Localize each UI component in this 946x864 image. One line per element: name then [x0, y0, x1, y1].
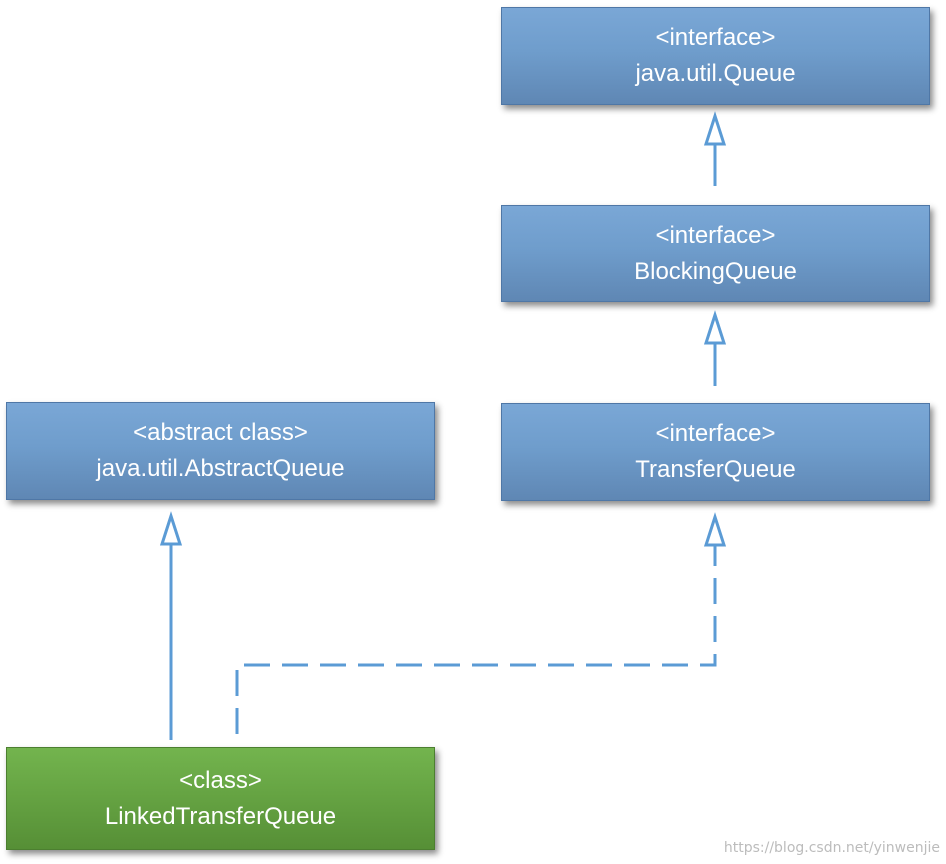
hollow-arrowhead-icon — [703, 310, 727, 345]
node-blocking-queue: <interface> BlockingQueue — [501, 205, 930, 302]
node-stereotype: <interface> — [655, 221, 776, 249]
node-java-util-queue: <interface> java.util.Queue — [501, 7, 930, 105]
node-stereotype: <abstract class> — [133, 419, 308, 446]
node-transfer-queue: <interface> TransferQueue — [501, 403, 930, 501]
node-stereotype: <class> — [179, 766, 262, 794]
node-name: BlockingQueue — [634, 257, 797, 285]
node-linked-transfer-queue: <class> LinkedTransferQueue — [6, 747, 435, 850]
hollow-arrowhead-icon — [703, 111, 727, 146]
edge-blockingqueue-extends-queue — [703, 111, 727, 186]
node-stereotype: <interface> — [655, 24, 776, 51]
edge-linkedtransferqueue-extends-abstractqueue — [159, 511, 183, 740]
edge-transferqueue-extends-blockingqueue — [703, 310, 727, 386]
node-name: java.util.Queue — [635, 60, 796, 87]
node-name: LinkedTransferQueue — [104, 802, 337, 830]
node-name: TransferQueue — [635, 456, 796, 483]
hollow-arrowhead-icon — [703, 512, 727, 547]
edge-linkedtransferqueue-implements-transferqueue — [235, 512, 727, 734]
node-name: java.util.AbstractQueue — [96, 455, 345, 482]
node-stereotype: <interface> — [655, 420, 776, 447]
watermark-text: https://blog.csdn.net/yinwenjie — [723, 840, 940, 856]
node-abstract-queue: <abstract class> java.util.AbstractQueue — [6, 402, 435, 500]
hollow-arrowhead-icon — [159, 511, 183, 546]
